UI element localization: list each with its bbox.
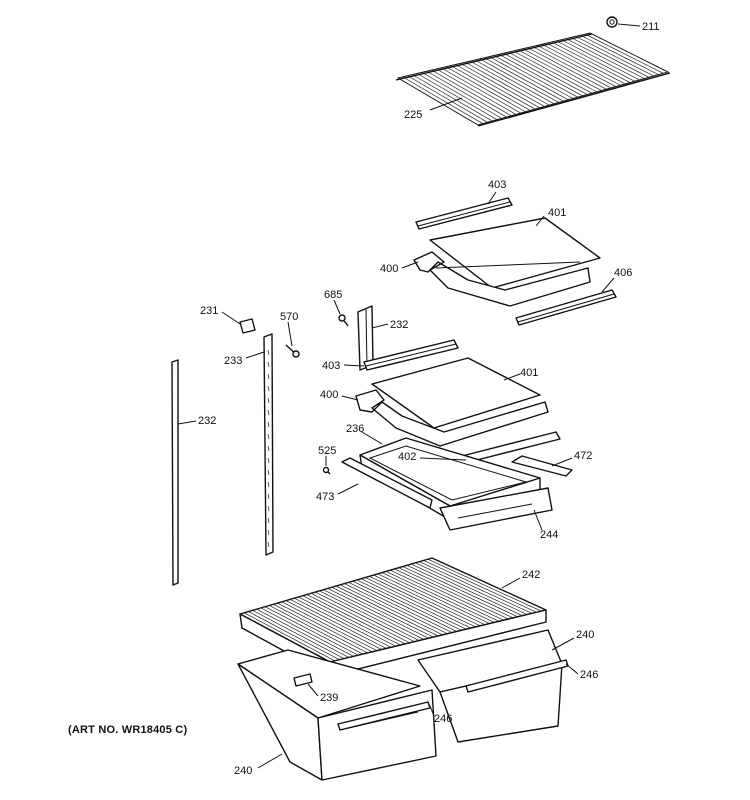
callout-211: 211 (642, 21, 660, 33)
rail-232-left (171, 359, 179, 586)
callout-239: 239 (320, 692, 338, 704)
wire-shelf-225 (395, 32, 671, 127)
shelf-trim-402 (461, 431, 561, 464)
crisper-cover-242 (239, 557, 547, 677)
crisper-pan-240-left (237, 649, 437, 781)
screw-685 (338, 314, 349, 327)
callout-402: 402 (398, 451, 416, 463)
callout-240-right: 240 (576, 629, 594, 641)
callout-242: 242 (522, 569, 540, 581)
callout-473: 473 (316, 491, 334, 503)
callout-232-bracket: 232 (390, 319, 408, 331)
callout-401-lower: 401 (520, 367, 538, 379)
callout-685: 685 (324, 289, 342, 301)
shelf-trim-406 (515, 289, 617, 326)
art-number: (ART NO. WR18405 C) (68, 724, 188, 736)
callout-401-upper: 401 (548, 207, 566, 219)
leader-lines (177, 23, 641, 769)
shelf-trim-403-lower (363, 339, 459, 371)
callout-244: 244 (540, 529, 558, 541)
glass-shelf-401-upper (429, 217, 601, 289)
drawer-front-244 (439, 487, 553, 531)
callout-236: 236 (346, 423, 364, 435)
callout-240-left: 240 (234, 765, 252, 777)
callout-472: 472 (574, 450, 592, 462)
callout-406: 406 (614, 267, 632, 279)
clip-231 (239, 318, 256, 334)
part-239 (293, 673, 313, 687)
callout-233: 233 (224, 355, 242, 367)
screw-525 (322, 466, 331, 475)
shelf-cap-211 (606, 16, 618, 28)
callout-525: 525 (318, 445, 336, 457)
slide-472 (511, 455, 573, 477)
slide-473 (341, 457, 433, 509)
callout-400-lower: 400 (320, 389, 338, 401)
callout-232-rail: 232 (198, 415, 216, 427)
callout-246-left: 246 (434, 713, 452, 725)
shelf-trim-403-upper (415, 197, 513, 230)
shelf-frame-400-lower (355, 389, 549, 447)
glass-shelf-401-lower (371, 357, 541, 429)
shelf-frame-400-upper (413, 251, 591, 307)
callout-403-lower: 403 (322, 360, 340, 372)
callout-570: 570 (280, 311, 298, 323)
rail-233 (263, 333, 274, 556)
callout-400-upper: 400 (380, 263, 398, 275)
screw-570 (285, 344, 300, 358)
callout-246-right: 246 (580, 669, 598, 681)
callout-403-upper: 403 (488, 179, 506, 191)
callout-225: 225 (404, 109, 422, 121)
drawer-handle-246-left (337, 701, 431, 731)
callout-231: 231 (200, 305, 218, 317)
